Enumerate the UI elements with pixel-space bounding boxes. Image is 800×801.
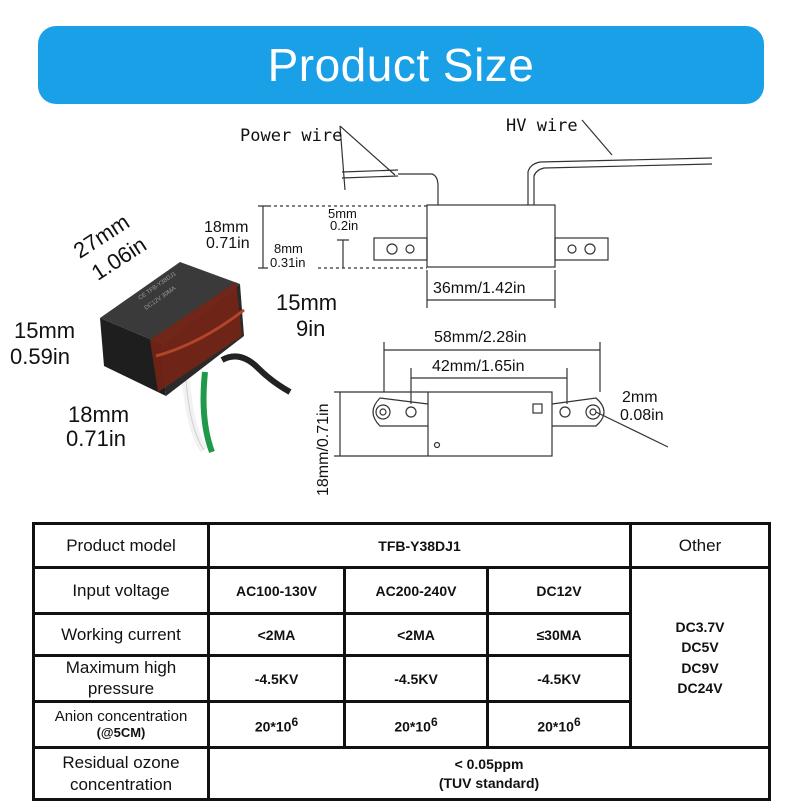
max-pressure-1: -4.5KV [207,654,346,703]
bottom-hole-spacing: 42mm/1.65in [432,358,525,375]
top-base-in: 0.31in [270,255,306,270]
module-top-view-tab-right [554,237,609,261]
photo-depth-mm: 18mm [68,402,130,427]
other-voltage-1: DC3.7V [675,618,725,635]
module-top-view-body [426,204,556,268]
anion-value-1: 20*106 [207,700,346,749]
page-title: Product Size [267,39,535,91]
title-banner: Product Size [38,26,764,104]
anion-value-3: 20*106 [486,700,632,749]
top-height-mm: 18mm [204,219,249,236]
ozone-label-line2: concentration [69,774,173,794]
photo-height-mm: 15mm [14,318,76,343]
hv-wire-label: HV wire [506,116,578,136]
ozone-value-line1: < 0.05ppm [454,756,524,773]
top-height-in: 0.71in [206,235,250,252]
photo-height-in: 0.59in [10,344,70,369]
input-voltage-ac100: AC100-130V [207,566,346,615]
max-pressure-2: -4.5KV [343,654,489,703]
top-gap-in: 0.2in [330,218,359,233]
ozone-label: Residual ozone concentration [32,746,210,801]
working-current-1: <2MA [207,612,346,657]
ozone-value-line2: (TUV standard) [438,774,540,791]
photo-partial-in: 9in [296,316,326,341]
top-gap-mm: 5mm [328,206,357,221]
other-voltages: DC3.7V DC5V DC9V DC24V [629,566,771,749]
power-wire-line [398,173,439,205]
max-pressure-label-line1: Maximum high [65,658,177,678]
module-top-view-tab-left [373,237,428,261]
input-voltage-ac200: AC200-240V [343,566,489,615]
anion-label-line2: (@5CM) [96,724,146,740]
product-model-label: Product model [32,522,210,569]
max-pressure-label-line2: pressure [87,678,155,698]
anion-label-line1: Anion concentration [54,708,188,726]
spec-table: Product model TFB-Y38DJ1 Other Input vol… [32,522,771,801]
anion-value-2: 20*106 [343,700,489,749]
other-voltage-2: DC5V [681,639,719,656]
other-header: Other [629,522,771,569]
working-current-label: Working current [32,612,210,657]
power-wire-label: Power wire [240,126,343,146]
other-voltage-3: DC9V [681,659,719,676]
bottom-height: 18mm/0.71in [315,403,332,497]
top-width-label: 36mm/1.42in [433,280,526,297]
product-photo: CE TFB-Y38DJ1 DC12V 30MA [100,262,292,454]
input-voltage-label: Input voltage [32,566,210,615]
table-row: Working current <2MA <2MA ≤30MA [32,612,770,657]
ozone-value: < 0.05ppm (TUV standard) [207,746,771,801]
max-pressure-3: -4.5KV [486,654,632,703]
photo-partial-mm: 15mm [276,290,338,315]
ozone-label-line1: Residual ozone [62,753,180,773]
bottom-hole-in: 0.08in [620,407,664,424]
top-base-mm: 8mm [274,241,303,256]
table-row: Anion concentration (@5CM) 20*106 20*106… [32,700,770,749]
dimension-drawings [258,119,713,457]
bottom-overall-width: 58mm/2.28in [434,329,527,346]
product-model-value: TFB-Y38DJ1 [207,522,632,569]
working-current-3: ≤30MA [486,612,632,657]
max-pressure-label: Maximum high pressure [32,654,210,703]
table-row: Residual ozone concentration < 0.05ppm (… [32,746,771,801]
other-voltage-4: DC24V [677,679,723,696]
anion-label: Anion concentration (@5CM) [32,700,210,749]
table-row: Product model TFB-Y38DJ1 Other [32,522,771,569]
module-bottom-view-body [427,391,553,457]
bottom-hole-mm: 2mm [622,389,658,406]
input-voltage-dc12: DC12V [486,566,632,615]
table-row: Maximum high pressure -4.5KV -4.5KV -4.5… [32,654,770,703]
hv-wire-line [527,157,713,205]
table-row: Input voltage AC100-130V AC200-240V DC12… [32,566,771,749]
photo-depth-in: 0.71in [66,426,126,451]
working-current-2: <2MA [343,612,489,657]
